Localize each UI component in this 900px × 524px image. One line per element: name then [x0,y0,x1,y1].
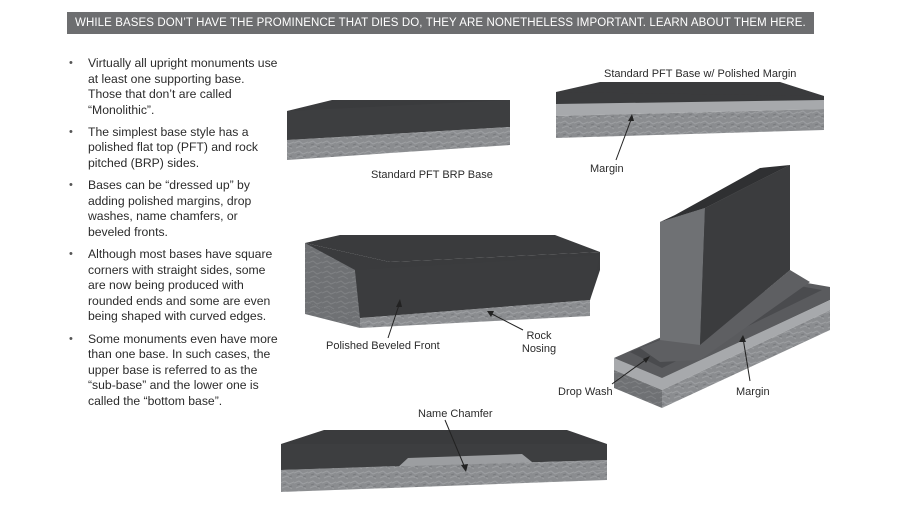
label-margin-2: Margin [736,386,770,398]
margin-arrowhead-2 [739,335,746,342]
bullet-text: The simplest base style has a polished f… [88,124,259,171]
margin-leader-2 [742,337,751,382]
bullet-item: • The simplest base style has a polished … [66,125,281,172]
chamfer-arrowhead [461,464,468,472]
bullet-text: Virtually all upright monuments use at l… [88,56,278,117]
bullet-dot: • [69,248,73,261]
bullet-item: • Although most bases have square corners… [66,247,281,325]
bullet-dot: • [69,332,73,345]
label-standard-pft-brp: Standard PFT BRP Base [371,169,493,181]
label-rock-nosing: Rock Nosing [521,330,557,355]
margin-leader-1 [615,116,633,161]
dropwash-leader [611,357,649,385]
margin-arrowhead-1 [628,114,634,121]
bevel-arrowhead [396,299,402,307]
bullet-text: Some monuments even have more than one b… [88,331,278,408]
label-name-chamfer: Name Chamfer [418,408,493,420]
bullet-text: Bases can be “dressed up” by adding poli… [88,178,252,239]
name-chamfer-base [281,419,607,492]
bullet-list: • Virtually all upright monuments use at … [66,56,281,416]
bullet-item: • Bases can be “dressed up” by adding pol… [66,178,281,240]
bullet-text: Although most bases have square corners … [88,247,273,324]
bullet-dot: • [69,57,73,69]
pft-margin-base [556,82,824,161]
nosing-arrowhead [487,311,494,317]
bullet-item: • Virtually all upright monuments use at … [66,56,281,118]
bullet-dot: • [69,179,73,192]
label-polished-beveled-front: Polished Beveled Front [326,340,440,352]
nosing-leader [489,312,524,331]
beveled-front-base [305,235,600,339]
header-banner: WHILE BASES DON’T HAVE THE PROMINENCE TH… [67,12,814,34]
bullet-item: • Some monuments even have more than one … [66,332,281,410]
pft-brp-base [287,100,510,160]
label-margin-1: Margin [590,163,624,175]
label-drop-wash: Drop Wash [558,386,613,398]
chamfer-leader [444,419,466,469]
bevel-leader [387,301,401,339]
bullet-dot: • [69,125,73,138]
label-pft-polished-margin: Standard PFT Base w/ Polished Margin [604,68,797,80]
dropwash-arrowhead [643,356,650,363]
die-on-base [611,165,830,408]
